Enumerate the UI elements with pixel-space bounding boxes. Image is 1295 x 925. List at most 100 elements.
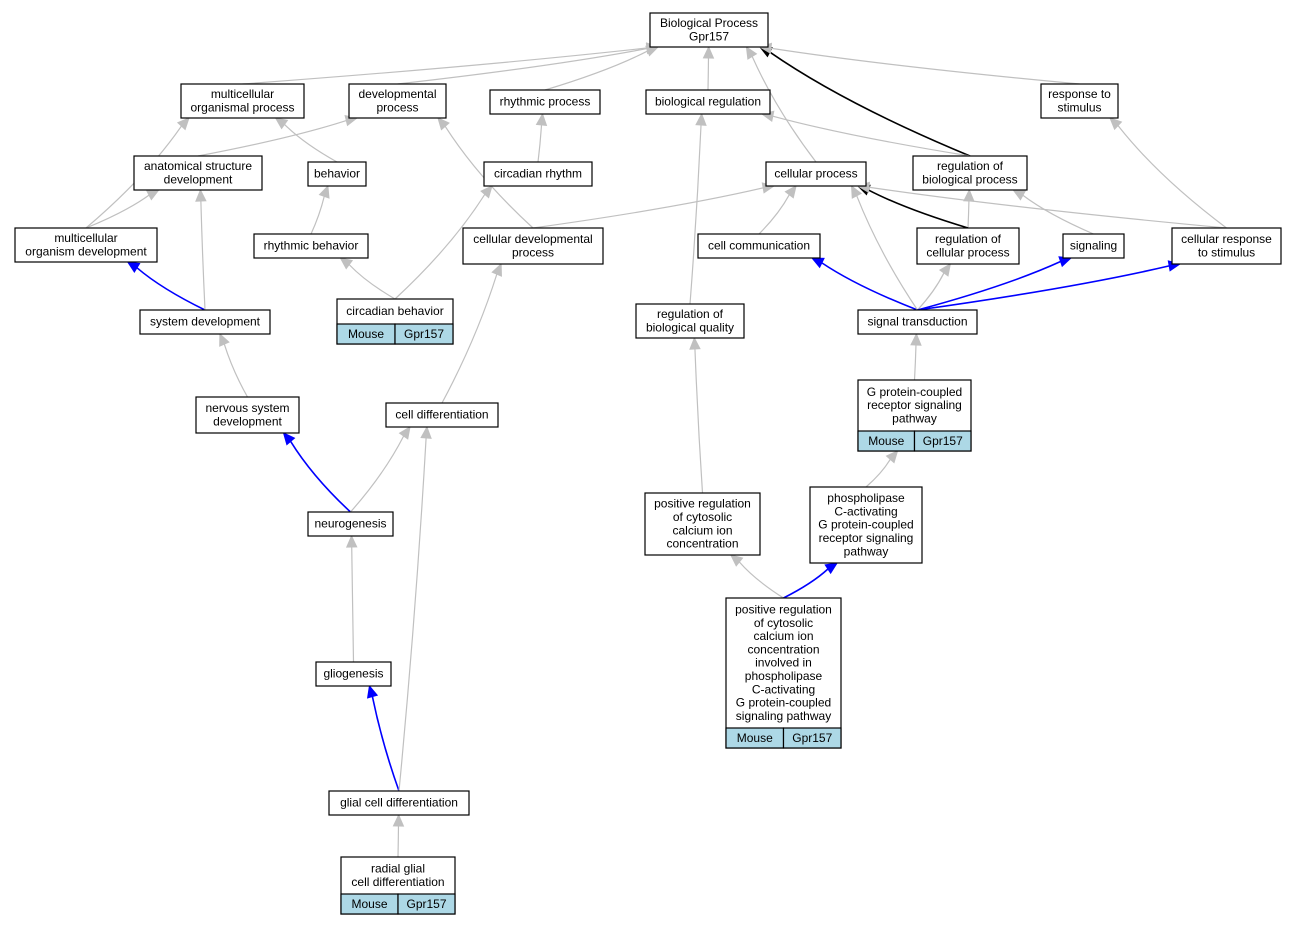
edge-arrowhead [219,332,230,347]
node-sig[interactable]: signaling [1062,233,1125,259]
node-rp[interactable]: rhythmic process [489,89,601,115]
node-neu[interactable]: neurogenesis [307,511,394,537]
node-box [253,233,369,259]
node-gli[interactable]: gliogenesis [315,661,392,687]
edge-line [289,440,352,513]
edge-prcc2-to-plc [783,562,839,599]
node-box [765,161,867,187]
edge-rcp-to-cp [856,184,969,229]
node-label-line: circadian rhythm [494,167,582,181]
edge-line [758,194,790,235]
node-st[interactable]: signal transduction [857,309,978,335]
node-cc[interactable]: cell communication [697,233,821,259]
edge-line [398,437,427,792]
node-label-line: G protein-coupled [818,518,913,532]
node-sd[interactable]: system development [139,309,271,335]
node-label-line: signaling [1070,239,1117,253]
edge-line [284,123,338,163]
edge-st-to-sig [917,256,1073,311]
edge-arrowhead [729,554,744,567]
edge-sd-to-asd [195,188,207,311]
node-label-line: stimulus [1057,100,1101,114]
node-cr[interactable]: circadian rhythm [483,161,593,187]
node-label-line: response to [1048,87,1111,101]
edge-rbq-to-br [689,112,707,305]
node-label-line: signal transduction [867,315,967,329]
annotation-gene-cell [397,893,456,915]
edge-st-to-crs [917,260,1182,311]
edge-arrowhead [910,332,922,346]
node-beh[interactable]: behavior [307,161,367,187]
edge-arrowhead [963,188,975,202]
edge-arrowhead [126,261,141,273]
node-gcd[interactable]: glial cell differentiation [328,790,470,816]
node-box [635,303,745,339]
node-label-line: biological regulation [655,95,761,109]
edge-sd-to-mod [126,261,206,311]
edge-arrowhead [282,432,296,446]
edge-plc-to-gpcr [865,450,899,488]
node-label-line: development [213,414,282,428]
node-label-line: gliogenesis [323,667,383,681]
node-box [912,155,1028,191]
node-rb[interactable]: rhythmic behavior [253,233,369,259]
edge-line [200,200,206,311]
annotation-species: Mouse [868,434,904,448]
edge-rgcd-to-gcd [392,813,405,858]
edge-arrowhead [398,426,411,440]
node-br[interactable]: biological regulation [645,89,771,115]
edge-arrowhead [491,262,502,277]
node-cp[interactable]: cellular process [765,161,867,187]
edge-gli-to-neu [345,534,358,663]
node-label-line: development [164,172,233,186]
edge-line [967,200,970,229]
edge-cdp-to-dp [437,117,534,229]
edge-line [694,348,704,494]
annotation-gene: Gpr157 [406,897,446,911]
node-label-line: biological process [922,172,1017,186]
node-box [857,309,978,335]
node-label-line: C-activating [752,682,815,696]
edge-arrowhead [885,450,899,464]
edge-cr-to-rp [535,112,548,163]
edge-neu-to-nsd [282,432,352,513]
node-box [180,83,305,119]
node-cdiff[interactable]: cell differentiation [385,402,499,428]
edge-arrowhead [702,45,715,59]
node-box [315,661,392,687]
node-label-line: regulation of [937,159,1004,173]
node-box [1171,227,1282,265]
edge-line [751,56,817,163]
edge-line [310,196,325,235]
edge-prcc2-to-prcc [729,554,784,599]
node-box [725,597,842,749]
edge-arrowhead [810,257,825,269]
annotation-gene-cell [913,430,972,452]
annotation-species: Mouse [351,897,387,911]
edge-line [136,267,206,311]
edge-br-to-bp [702,45,715,91]
node-box [916,227,1020,265]
node-label-line: regulation of [657,307,724,321]
node-label-line: radial glial [371,862,425,876]
edge-line [544,50,648,91]
node-label-line: calcium ion [672,523,732,537]
